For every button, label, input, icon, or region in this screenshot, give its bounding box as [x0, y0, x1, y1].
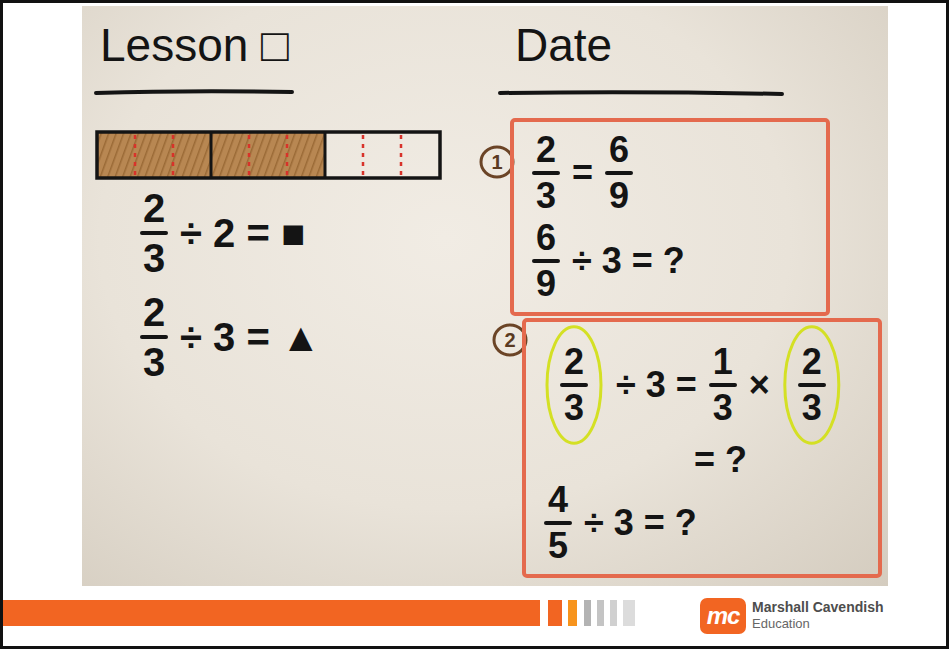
equation-row: 2: [504, 330, 515, 350]
handwritten-text: Date: [515, 22, 612, 68]
fraction: 45: [544, 482, 572, 564]
label-group: 23÷ 3 = ▲: [140, 292, 321, 382]
numerator: 2: [564, 344, 584, 380]
denominator: 3: [713, 390, 733, 426]
equation-row: = ?: [694, 442, 860, 478]
highlight-ring: [547, 327, 601, 443]
label-group: Lesson □: [100, 22, 289, 68]
denominator: 3: [143, 238, 165, 278]
fraction-bar: [532, 259, 560, 263]
fraction-bar: [798, 383, 826, 387]
label-group: 23÷ 2 = ■: [140, 188, 305, 278]
equation-row: Marshall Cavendish: [752, 600, 884, 614]
equation-row: 23÷ 3 = ▲: [140, 292, 321, 382]
fraction: 69: [532, 220, 560, 302]
equation-row: mc: [707, 604, 740, 628]
fraction: 13: [709, 344, 737, 426]
equation-row: 69÷ 3 = ?: [532, 220, 808, 302]
label-group: Date: [515, 22, 612, 68]
denominator: 5: [548, 528, 568, 564]
numerator: 2: [802, 344, 822, 380]
fraction-bar: [544, 521, 572, 525]
fraction: 69: [605, 132, 633, 214]
numerator: 2: [143, 188, 165, 228]
denominator: 3: [143, 342, 165, 382]
numerator: 6: [609, 132, 629, 168]
example-box: 23÷ 3 =13×23= ?45÷ 3 = ?: [522, 318, 882, 578]
equation-row: 23÷ 3 =13×23: [544, 344, 860, 426]
handwritten-text: =: [572, 155, 593, 191]
denominator: 9: [609, 178, 629, 214]
handwritten-text: ÷ 2 = ■: [180, 213, 305, 253]
equation-row: 45÷ 3 = ?: [544, 482, 860, 564]
handwritten-text: ÷ 3 = ▲: [180, 317, 321, 357]
equation-row: Date: [515, 22, 612, 68]
denominator: 9: [536, 266, 556, 302]
handwritten-text: 2: [504, 330, 515, 350]
denominator: 3: [564, 390, 584, 426]
handwritten-text: ÷ 3 = ?: [572, 243, 685, 279]
fraction: 23: [532, 132, 560, 214]
numerator: 4: [548, 482, 568, 518]
equation-row: 23=69: [532, 132, 808, 214]
handwritten-text: = ?: [694, 442, 747, 478]
fraction: 23: [798, 344, 826, 426]
highlight-ring: [785, 327, 839, 443]
numerator: 1: [713, 344, 733, 380]
denominator: 3: [802, 390, 822, 426]
label-group: Education: [752, 617, 810, 630]
handwritten-text: 1: [491, 152, 502, 172]
handwritten-text: mc: [707, 604, 740, 628]
handwritten-text: ÷ 3 = ?: [584, 505, 697, 541]
fraction-bar: [560, 383, 588, 387]
fraction-bar: [140, 335, 168, 339]
publisher-logo: mc: [700, 598, 746, 634]
handwritten-text: ×: [749, 367, 770, 403]
equation-row: 1: [491, 152, 502, 172]
fraction-bar: [605, 171, 633, 175]
example-box: 23=6969÷ 3 = ?: [510, 118, 830, 316]
handwritten-text: Lesson □: [100, 22, 289, 68]
handwritten-text: Education: [752, 617, 810, 630]
equation-row: 23÷ 2 = ■: [140, 188, 305, 278]
denominator: 3: [536, 178, 556, 214]
fraction: 23: [140, 188, 168, 278]
handwritten-text: Marshall Cavendish: [752, 600, 884, 614]
fraction: 23: [140, 292, 168, 382]
handwritten-text: ÷ 3 =: [616, 367, 697, 403]
fraction-bar: [140, 231, 168, 235]
fraction-bar: [532, 171, 560, 175]
numerator: 6: [536, 220, 556, 256]
equation-row: Lesson □: [100, 22, 289, 68]
numerator: 2: [536, 132, 556, 168]
numerator: 2: [143, 292, 165, 332]
label-group: Marshall Cavendish: [752, 600, 884, 614]
equation-row: Education: [752, 617, 810, 630]
fraction: 23: [560, 344, 588, 426]
fraction-bar: [709, 383, 737, 387]
